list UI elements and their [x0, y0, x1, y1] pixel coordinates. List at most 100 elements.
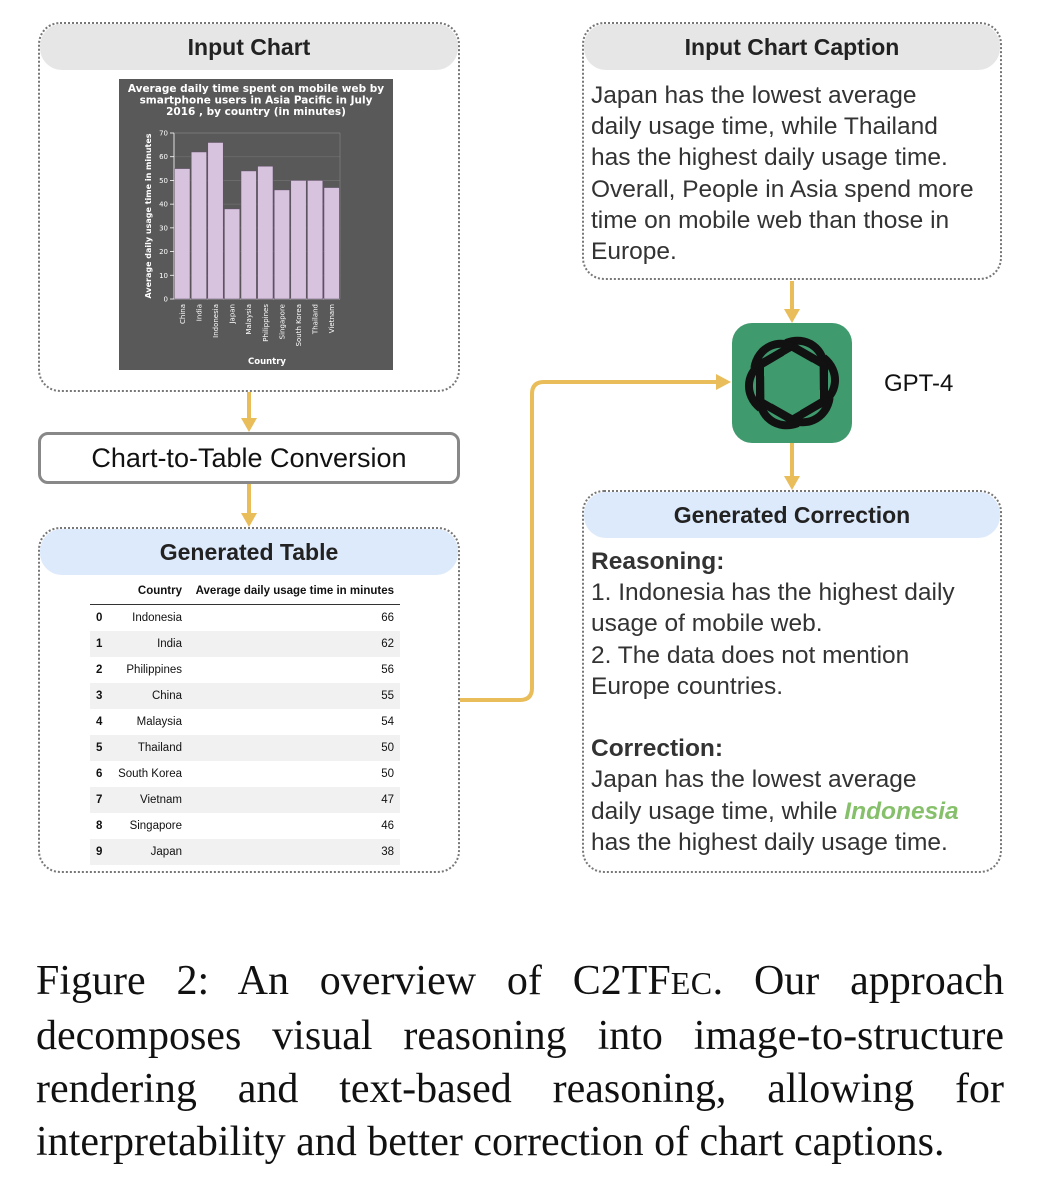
- table-cell-country: Japan: [150, 846, 182, 858]
- y-tick-label: 0: [164, 296, 168, 304]
- table-cell-index: 0: [96, 612, 103, 624]
- corrected-entity-highlight: Indonesia: [844, 797, 959, 825]
- table-header-row: Country Average daily usage time in minu…: [90, 578, 400, 605]
- reasoning-title: Reasoning:: [591, 548, 725, 575]
- x-tick-label: Philippines: [262, 304, 270, 342]
- reasoning-line: 1. Indonesia has the highest daily: [591, 579, 955, 607]
- chart-title: 2016 , by country (in minutes): [166, 106, 346, 118]
- x-tick-label: China: [179, 304, 187, 324]
- y-tick-label: 70: [159, 130, 168, 138]
- caption-line: has the highest daily usage time.: [591, 144, 948, 172]
- table-cell-index: 4: [96, 716, 103, 728]
- x-axis-label: Country: [248, 357, 286, 367]
- x-tick-label: Indonesia: [212, 304, 220, 338]
- table-cell-index: 3: [96, 690, 103, 702]
- table-cell-index: 8: [96, 820, 103, 832]
- table-cell-value: 47: [381, 794, 394, 806]
- table-row: 7 Vietnam 47: [90, 787, 400, 813]
- bar: [240, 170, 257, 300]
- x-tick-label: South Korea: [295, 304, 303, 346]
- x-tick-label: Japan: [229, 304, 237, 325]
- reasoning-line: 2. The data does not mention: [591, 641, 910, 669]
- y-axis-label: Average daily usage time in minutes: [144, 133, 153, 298]
- chart-title: Average daily time spent on mobile web b…: [128, 83, 384, 95]
- table-cell-value: 62: [381, 638, 394, 650]
- y-tick-label: 60: [159, 153, 168, 161]
- table-cell-index: 2: [96, 664, 103, 676]
- table-row: 3 China 55: [90, 683, 400, 709]
- table-cell-index: 1: [96, 638, 103, 650]
- table-cell-country: China: [151, 690, 182, 702]
- correction-title: Correction:: [591, 735, 724, 763]
- reasoning-line: Europe countries.: [591, 672, 784, 700]
- caption-line: Japan has the lowest average: [591, 82, 917, 109]
- input-caption-header: Input Chart Caption: [584, 24, 1000, 70]
- caption-line: Europe.: [591, 238, 677, 266]
- table-column-header: Average daily usage time in minutes: [195, 585, 394, 597]
- model-label: GPT-4: [884, 370, 954, 397]
- table-cell-value: 55: [381, 690, 394, 702]
- table-row: 1 India 62: [90, 631, 400, 657]
- bar: [190, 151, 207, 300]
- table-cell-value: 56: [381, 664, 394, 676]
- table-cell-value: 50: [381, 742, 394, 754]
- chart-title: smartphone users in Asia Pacific in July: [140, 95, 373, 107]
- table-cell-index: 7: [96, 794, 103, 806]
- chart-to-table-conversion-step: Chart-to-Table Conversion: [38, 432, 460, 484]
- openai-logo-icon: [732, 323, 852, 443]
- caption-line: time on mobile web than those in: [591, 206, 950, 234]
- caption-line: daily usage time, while Thailand: [591, 113, 938, 141]
- x-tick-label: India: [195, 304, 203, 321]
- arrow-table-to-gpt: [460, 380, 718, 702]
- table-row: 6 South Korea 50: [90, 761, 400, 787]
- caption-line: Overall, People in Asia spend more: [591, 175, 974, 203]
- table-cell-country: India: [157, 638, 182, 650]
- y-tick-label: 20: [159, 248, 168, 256]
- caption-line: decomposes visual reasoning into image-t…: [36, 1013, 1004, 1059]
- caption-line: interpretability and better correction o…: [36, 1119, 945, 1165]
- table-cell-value: 54: [381, 716, 394, 728]
- generated-correction-panel: [582, 490, 1002, 873]
- correction-line: daily usage time, while Indonesia: [591, 797, 959, 825]
- bar: [273, 189, 290, 300]
- bar: [290, 180, 307, 300]
- table-cell-country: Vietnam: [140, 794, 182, 806]
- correction-line: has the highest daily usage time.: [591, 828, 948, 856]
- bar: [307, 180, 324, 300]
- table-cell-value: 50: [381, 768, 394, 780]
- bar: [224, 208, 241, 300]
- generated-table-header: Generated Table: [40, 529, 458, 575]
- bar: [174, 168, 191, 300]
- table-cell-value: 38: [381, 846, 394, 858]
- table-row: 4 Malaysia 54: [90, 709, 400, 735]
- table-cell-country: South Korea: [118, 768, 182, 780]
- caption-line: Figure 2: An overview of C2TFEC. Our app…: [36, 958, 1004, 1004]
- table-cell-country: Indonesia: [132, 612, 182, 624]
- x-tick-label: Vietnam: [328, 304, 336, 333]
- y-tick-label: 10: [159, 272, 168, 280]
- generated-correction-text: Reasoning: 1. Indonesia has the highest …: [591, 546, 1001, 858]
- table-cell-country: Philippines: [126, 664, 182, 676]
- table-column-header: Country: [137, 585, 182, 597]
- data-table: Country Average daily usage time in minu…: [90, 578, 400, 865]
- table-cell-country: Malaysia: [136, 716, 182, 728]
- correction-line: Japan has the lowest average: [591, 766, 917, 794]
- y-tick-label: 50: [159, 177, 168, 185]
- reasoning-line: usage of mobile web.: [591, 610, 823, 638]
- input-chart-header: Input Chart: [40, 24, 458, 70]
- bar: [257, 165, 274, 300]
- figure-caption: Figure 2: An overview of C2TFEC. Our app…: [36, 955, 1004, 1169]
- x-tick-label: Singapore: [278, 304, 286, 339]
- flow-arrows: [241, 281, 800, 702]
- x-tick-label: Thailand: [312, 304, 320, 335]
- y-tick-label: 30: [159, 224, 168, 232]
- table-cell-index: 6: [96, 768, 103, 780]
- table-cell-country: Thailand: [137, 742, 182, 754]
- table-cell-value: 46: [381, 820, 394, 832]
- caption-line: rendering and text-based reasoning, allo…: [36, 1066, 1004, 1112]
- x-tick-label: Malaysia: [245, 304, 253, 335]
